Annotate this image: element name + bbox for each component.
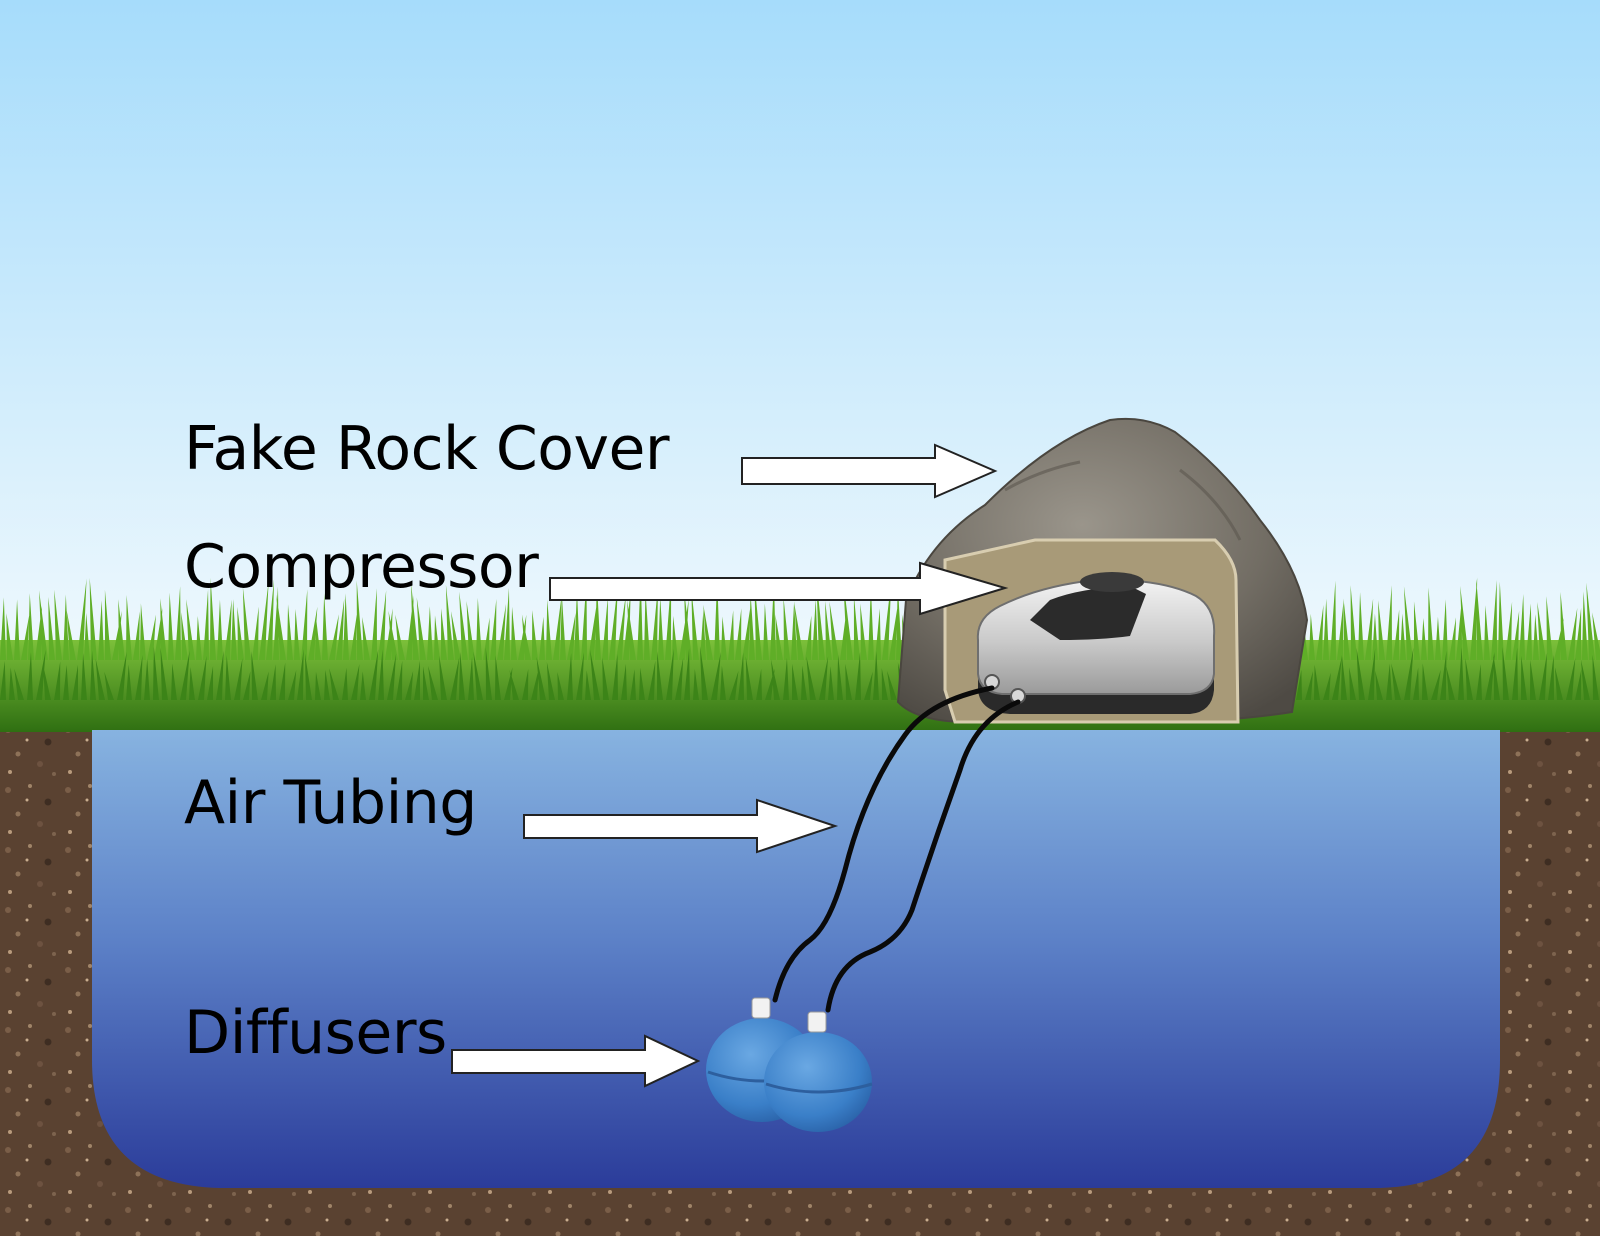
- arrow-tubing: [523, 798, 839, 854]
- air-tubing: [772, 685, 1021, 1013]
- pond-water: [92, 730, 1500, 1188]
- arrows: [451, 443, 1009, 1088]
- diffusers-label: Diffusers: [184, 998, 447, 1068]
- arrow-compressor: [549, 561, 1009, 616]
- arrow-rock: [741, 443, 998, 499]
- arrow-diffusers: [451, 1034, 701, 1088]
- sky: [0, 0, 1600, 650]
- diffusers: [706, 997, 873, 1132]
- fake-rock-cover-label: Fake Rock Cover: [184, 414, 670, 484]
- air-tubing-label: Air Tubing: [184, 768, 477, 838]
- compressor-label: Compressor: [184, 532, 539, 602]
- compressor-unit: [976, 572, 1216, 714]
